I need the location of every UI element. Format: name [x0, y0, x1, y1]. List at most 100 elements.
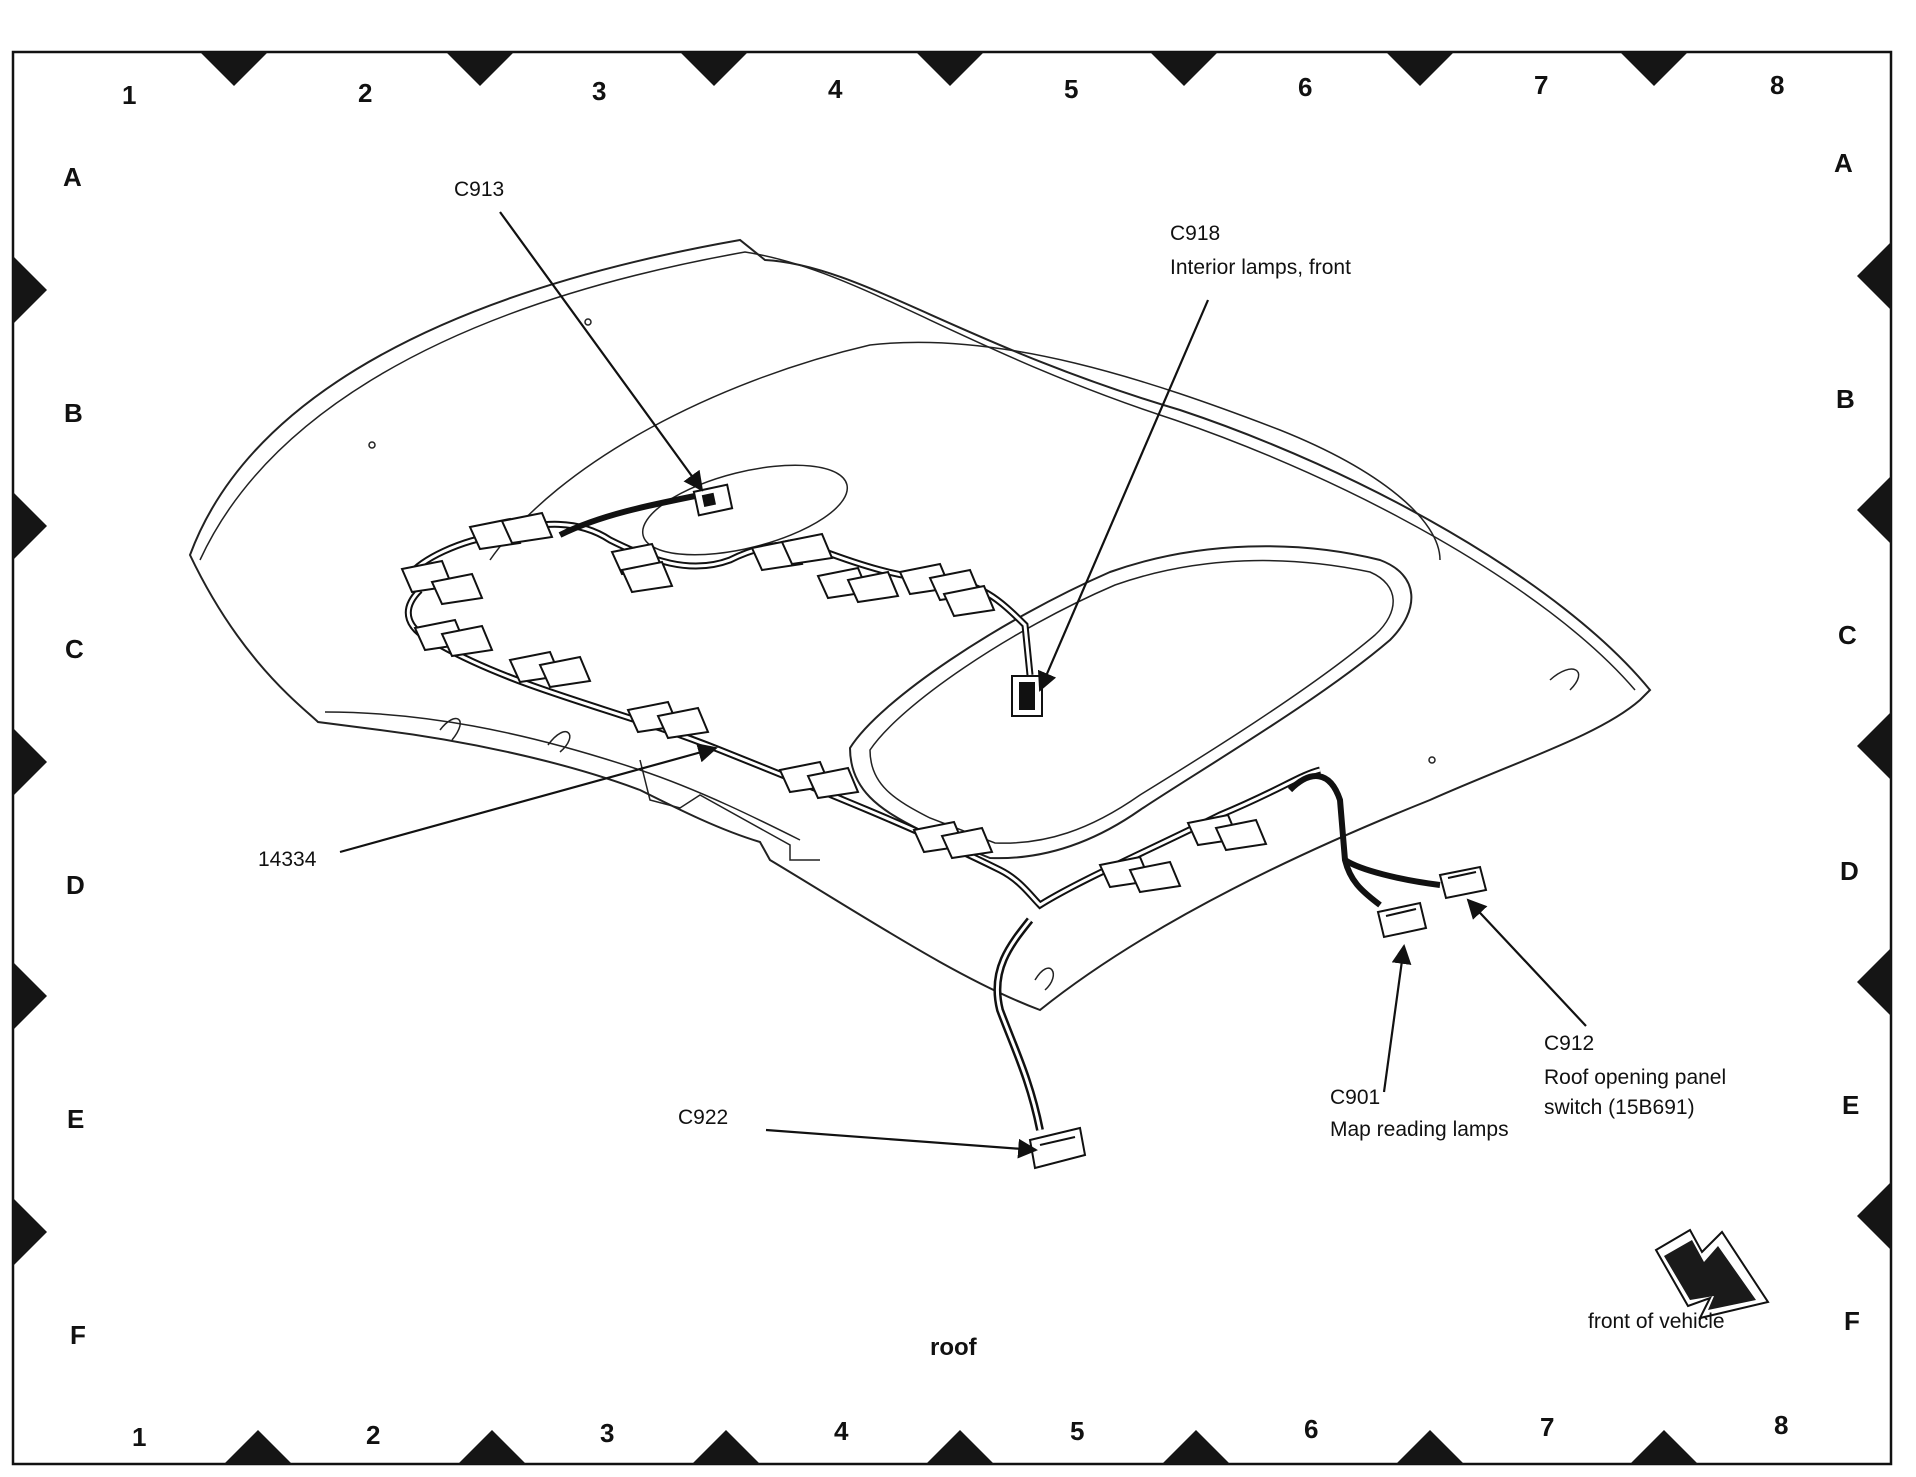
top-marker-1 [200, 52, 268, 86]
harness-dome-branch [558, 492, 701, 538]
left-row-label-c: C [65, 634, 84, 664]
callout-14334-label: 14334 [258, 848, 317, 871]
callout-c918-description: Interior lamps, front [1170, 256, 1351, 279]
leader-lines [339, 211, 1587, 1159]
bottom-col-label-7: 7 [1540, 1412, 1555, 1442]
bottom-col-label-1: 1 [132, 1422, 147, 1452]
tape-patch [620, 560, 674, 594]
leader-14334 [339, 743, 718, 854]
leader-c918 [1037, 299, 1210, 692]
moonroof-outer [848, 545, 1413, 860]
top-marker-7 [1620, 52, 1688, 86]
tape-patch [440, 624, 494, 658]
screw-hole-1 [368, 441, 376, 449]
left-row-label-e: E [67, 1104, 85, 1134]
left-marker-2 [13, 492, 47, 560]
left-marker-1 [13, 256, 47, 324]
bottom-marker-1 [224, 1430, 292, 1464]
tape-patch [780, 532, 834, 566]
left-marker-4 [13, 962, 47, 1030]
top-marker-6 [1386, 52, 1454, 86]
bottom-marker-3 [692, 1430, 760, 1464]
leader-c922 [765, 1128, 1038, 1159]
left-marker-5 [13, 1198, 47, 1266]
left-marker-3 [13, 728, 47, 796]
left-row-label-a: A [63, 162, 82, 192]
top-marker-4 [916, 52, 984, 86]
bottom-marker-6 [1396, 1430, 1464, 1464]
callout-c922-label: C922 [678, 1106, 729, 1129]
connector-c901 [1376, 901, 1428, 939]
tape-patch [942, 584, 996, 618]
right-row-label-d: D [1840, 856, 1859, 886]
top-marker-5 [1150, 52, 1218, 86]
bottom-col-label-6: 6 [1304, 1414, 1319, 1444]
right-marker-3 [1857, 712, 1891, 780]
tape-patch [940, 826, 994, 860]
harness-front-branch-2 [1343, 857, 1441, 888]
headliner-inner-edge [199, 251, 1636, 691]
top-col-label-8: 8 [1770, 70, 1785, 100]
top-col-label-5: 5 [1064, 74, 1079, 104]
top-col-label-2: 2 [358, 78, 373, 108]
tape-patch [806, 766, 860, 800]
harness-drop-c922-core [995, 919, 1042, 1131]
tape-patch [538, 655, 592, 689]
headliner-rear-recess [639, 759, 820, 861]
right-row-label-e: E [1842, 1090, 1860, 1120]
harness-front-branch [1287, 773, 1382, 908]
right-marker-2 [1857, 476, 1891, 544]
grid-markers [13, 52, 1891, 1464]
connectors [692, 483, 1488, 1170]
top-col-label-1: 1 [122, 80, 137, 110]
headliner-panel [188, 238, 1652, 1012]
bottom-col-label-2: 2 [366, 1420, 381, 1450]
bottom-col-label-5: 5 [1070, 1416, 1085, 1446]
tape-patch [500, 511, 554, 545]
tape-patch [430, 572, 484, 606]
callout-c912-description-line1: Roof opening panel [1544, 1066, 1727, 1089]
bottom-marker-7 [1630, 1430, 1698, 1464]
connector-c918 [1011, 675, 1043, 717]
top-col-label-3: 3 [592, 76, 607, 106]
callout-c918-label: C918 [1170, 222, 1221, 245]
bottom-col-label-3: 3 [600, 1418, 615, 1448]
front-of-vehicle-label: front of vehicle [1588, 1310, 1725, 1333]
headliner-rear-edge [324, 711, 801, 841]
screw-hole-2 [584, 318, 592, 326]
right-row-label-c: C [1838, 620, 1857, 650]
right-marker-4 [1857, 948, 1891, 1016]
right-row-label-b: B [1836, 384, 1855, 414]
callout-c912-label: C912 [1544, 1032, 1595, 1055]
right-row-label-f: F [1844, 1306, 1860, 1336]
top-marker-3 [680, 52, 748, 86]
screw-hole-3 [1428, 756, 1436, 764]
handle-recess-front [1549, 668, 1580, 691]
bottom-marker-5 [1162, 1430, 1230, 1464]
callout-c912-description-line2: switch (15B691) [1544, 1096, 1695, 1119]
right-marker-5 [1857, 1182, 1891, 1250]
callout-c913-label: C913 [454, 178, 505, 201]
tape-patch [846, 570, 900, 604]
connector-c922 [1028, 1126, 1087, 1170]
top-col-label-4: 4 [828, 74, 843, 104]
moonroof-opening [848, 545, 1413, 860]
left-row-label-f: F [70, 1320, 86, 1350]
harness-tape-patches [400, 511, 1268, 894]
headliner-dome-recess [489, 341, 1441, 561]
top-col-label-7: 7 [1534, 70, 1549, 100]
leader-c901 [1382, 944, 1412, 1093]
headliner-outline [188, 238, 1652, 1012]
left-row-label-d: D [66, 870, 85, 900]
callout-c901-description: Map reading lamps [1330, 1118, 1509, 1141]
bottom-marker-2 [458, 1430, 526, 1464]
connector-c912 [1438, 865, 1488, 900]
bottom-col-label-4: 4 [834, 1416, 849, 1446]
top-marker-2 [446, 52, 514, 86]
diagram-title: roof [930, 1334, 977, 1361]
top-col-label-6: 6 [1298, 72, 1313, 102]
handle-recess-center [547, 731, 571, 753]
tape-patch [1128, 860, 1182, 894]
front-of-vehicle-arrow-icon [1654, 1228, 1770, 1320]
